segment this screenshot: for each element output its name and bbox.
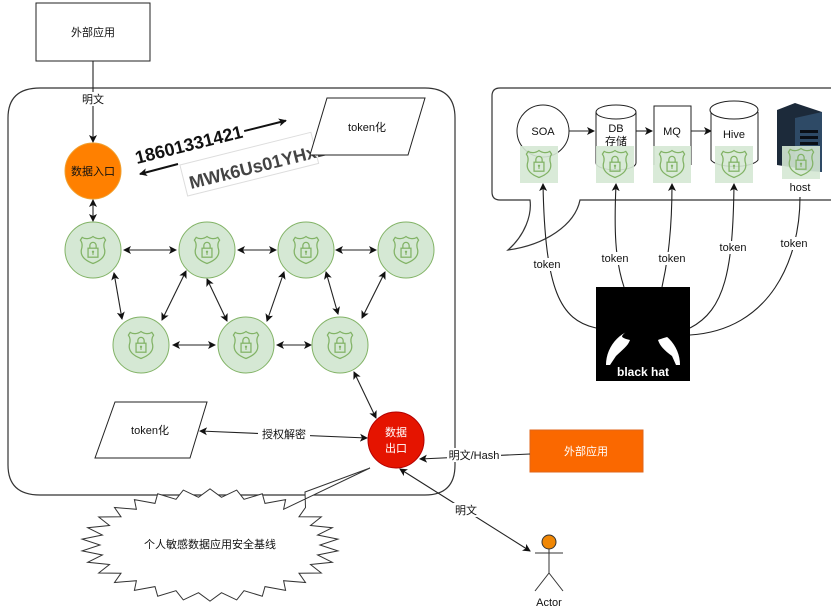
mesh-node[interactable] <box>377 221 435 279</box>
attacker-blackhat[interactable]: black hat <box>596 287 690 381</box>
db-label-2: 存储 <box>605 134 627 148</box>
token-edge-label: token <box>659 253 686 265</box>
arrow-from-tokenize <box>139 163 179 177</box>
edge-label-auth-decrypt: 授权解密 <box>262 427 306 441</box>
soa-label: SOA <box>531 126 555 138</box>
hive-label: Hive <box>723 129 745 141</box>
external-app-top[interactable]: 外部应用 <box>35 2 151 62</box>
storage-lock-badges <box>520 146 820 183</box>
token-edge-label: token <box>781 238 808 250</box>
data-entry-label: 数据入口 <box>71 164 115 178</box>
tokenize-bottom[interactable]: token化 <box>94 401 208 459</box>
mq-label: MQ <box>663 126 681 138</box>
db-label-1: DB <box>608 123 623 135</box>
mesh-node[interactable] <box>217 316 275 374</box>
data-entry-node[interactable]: 数据入口 <box>64 142 122 200</box>
mesh-node[interactable] <box>311 316 369 374</box>
actor-label: Actor <box>536 597 562 609</box>
mesh-node[interactable] <box>64 221 122 279</box>
actor[interactable]: Actor <box>534 534 564 609</box>
mesh-node[interactable] <box>178 221 236 279</box>
token-example: 18601331421 MWk6Us01YHx1 <box>133 118 328 197</box>
tokenize-top-label: token化 <box>348 120 386 134</box>
data-exit-label-2: 出口 <box>385 441 407 455</box>
tokenize-top[interactable]: token化 <box>309 97 426 156</box>
token-edge-label: token <box>534 259 561 271</box>
baseline-label: 个人敏感数据应用安全基线 <box>144 537 276 551</box>
security-baseline-callout: 个人敏感数据应用安全基线 <box>80 467 371 602</box>
token-edge-label: token <box>602 253 629 265</box>
mesh-edges <box>111 246 386 419</box>
edge-label-plaintext-hash: 明文/Hash <box>449 448 500 462</box>
mesh-node[interactable] <box>277 221 335 279</box>
host-label: host <box>790 182 811 194</box>
mesh-node[interactable] <box>112 316 170 374</box>
data-exit-node[interactable]: 数据 出口 <box>367 411 425 469</box>
external-app-top-label: 外部应用 <box>71 25 115 39</box>
storage-soa[interactable]: SOA <box>516 104 570 158</box>
edge-label-plaintext-in: 明文 <box>82 92 104 106</box>
edge-label-plaintext-actor: 明文 <box>455 503 477 517</box>
blackhat-logo-text: black hat <box>617 365 669 379</box>
arrow-to-tokenize <box>243 118 287 133</box>
external-app-right[interactable]: 外部应用 <box>529 429 644 473</box>
data-exit-label-1: 数据 <box>385 425 407 439</box>
tokenize-bottom-label: token化 <box>131 423 169 437</box>
external-app-right-label: 外部应用 <box>564 444 608 458</box>
token-edge-label: token <box>720 242 747 254</box>
token-edges <box>539 183 801 336</box>
